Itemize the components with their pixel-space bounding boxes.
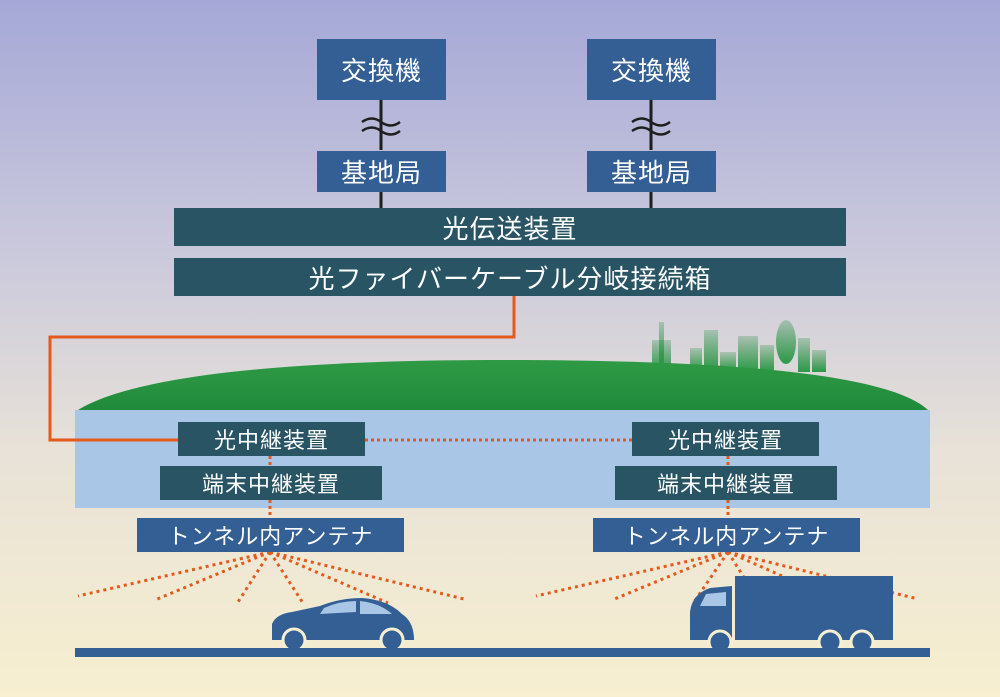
car-icon xyxy=(272,598,414,653)
switch-box-left: 交換機 xyxy=(317,39,446,100)
radio-waves-left xyxy=(77,550,465,605)
dotted-links xyxy=(80,438,730,518)
terminal-repeater-box-right: 端末中継装置 xyxy=(615,466,837,500)
optical-repeater-box-right: 光中継装置 xyxy=(632,422,819,456)
trunk-lines xyxy=(379,100,653,208)
road xyxy=(75,648,930,657)
wave-break-symbols xyxy=(361,117,671,136)
tunnel-antenna-box-right: トンネル内アンテナ xyxy=(593,518,860,552)
hill xyxy=(75,360,930,412)
base-station-box-left: 基地局 xyxy=(317,151,446,192)
terminal-repeater-box-left: 端末中継装置 xyxy=(160,466,382,500)
switch-box-right: 交換機 xyxy=(587,39,716,100)
optical-transmission-box: 光伝送装置 xyxy=(174,208,846,246)
fiber-junction-box: 光ファイバーケーブル分岐接続箱 xyxy=(174,258,846,296)
truck-icon xyxy=(690,576,893,655)
city-skyline xyxy=(652,320,826,372)
optical-repeater-box-left: 光中継装置 xyxy=(178,422,365,456)
tunnel-antenna-box-left: トンネル内アンテナ xyxy=(137,518,404,552)
base-station-box-right: 基地局 xyxy=(587,151,716,192)
